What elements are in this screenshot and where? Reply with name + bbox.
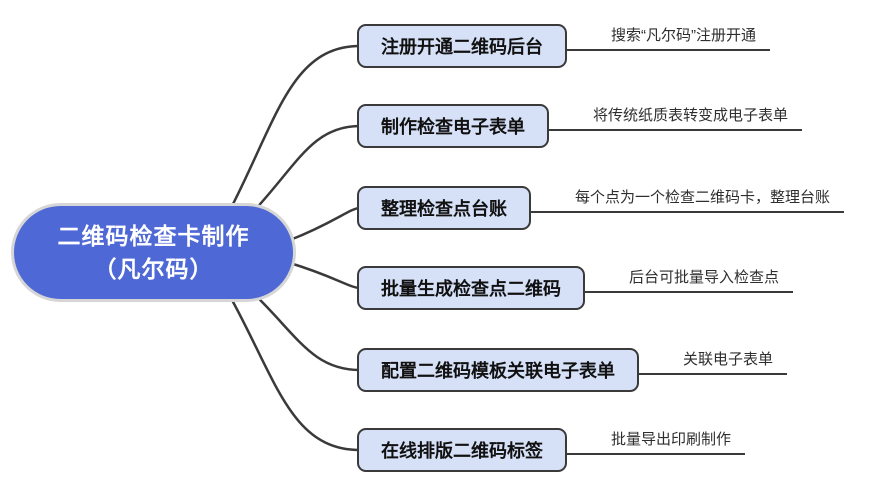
branch-row: 配置二维码模板关联电子表单 关联电子表单	[357, 348, 788, 392]
branch-note[interactable]: 批量导出印刷制作	[567, 430, 746, 455]
branch-note-label: 搜索“凡尔码”注册开通	[611, 27, 756, 44]
branch-row: 制作检查电子表单 将传统纸质表转变成电子表单	[357, 104, 803, 148]
branch-note[interactable]: 关联电子表单	[639, 350, 788, 375]
branch-node-label: 整理检查点台账	[381, 199, 507, 219]
branch-note[interactable]: 搜索“凡尔码”注册开通	[567, 26, 770, 51]
branch-row: 批量生成检查点二维码 后台可批量导入检查点	[357, 266, 794, 310]
branch-note-label: 将传统纸质表转变成电子表单	[593, 107, 789, 124]
branch-row: 整理检查点台账 每个点为一个检查二维码卡，整理台账	[357, 186, 845, 230]
branch-row: 注册开通二维码后台 搜索“凡尔码”注册开通	[357, 24, 770, 68]
branch-node-label: 批量生成检查点二维码	[381, 279, 561, 299]
branch-node[interactable]: 在线排版二维码标签	[357, 428, 567, 472]
branch-note[interactable]: 将传统纸质表转变成电子表单	[549, 106, 803, 131]
branch-note-label: 关联电子表单	[683, 351, 774, 368]
branch-connector	[230, 44, 362, 208]
central-topic-subtitle: （凡尔码）	[93, 255, 214, 282]
branch-note-label: 每个点为一个检查二维码卡，整理台账	[575, 189, 831, 206]
branch-note[interactable]: 每个点为一个检查二维码卡，整理台账	[531, 188, 845, 213]
branch-note-label: 批量导出印刷制作	[611, 431, 732, 448]
central-topic[interactable]: 二维码检查卡制作 （凡尔码）	[11, 203, 296, 302]
branch-node-label: 制作检查电子表单	[381, 117, 525, 137]
branch-node[interactable]: 批量生成检查点二维码	[357, 266, 585, 310]
branch-note[interactable]: 后台可批量导入检查点	[585, 268, 794, 293]
branch-connector	[288, 206, 362, 242]
branch-node-label: 在线排版二维码标签	[381, 441, 543, 461]
branch-connector	[250, 290, 362, 372]
branch-node-label: 配置二维码模板关联电子表单	[381, 361, 615, 381]
branch-node[interactable]: 制作检查电子表单	[357, 104, 549, 148]
branch-connector	[250, 124, 362, 215]
branch-row: 在线排版二维码标签 批量导出印刷制作	[357, 428, 746, 472]
branch-node[interactable]: 注册开通二维码后台	[357, 24, 567, 68]
branch-node-label: 注册开通二维码后台	[381, 37, 543, 57]
central-topic-title: 二维码检查卡制作	[57, 222, 250, 249]
branch-node[interactable]: 配置二维码模板关联电子表单	[357, 348, 639, 392]
branch-connector	[230, 298, 362, 452]
branch-connector	[288, 261, 362, 290]
branch-note-label: 后台可批量导入检查点	[629, 269, 780, 286]
branch-node[interactable]: 整理检查点台账	[357, 186, 531, 230]
